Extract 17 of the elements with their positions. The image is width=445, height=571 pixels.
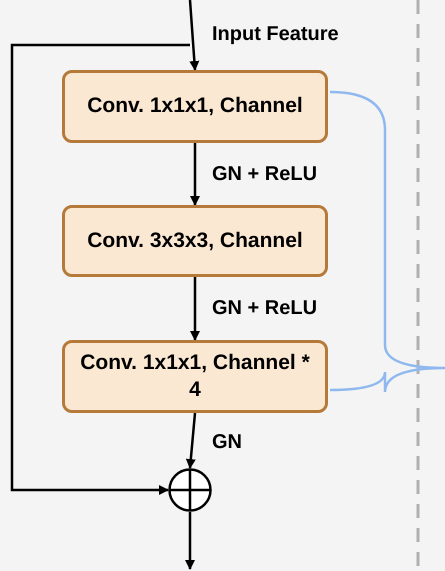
sum-circle — [168, 468, 212, 512]
edge-label: GN + ReLU — [212, 296, 318, 321]
box-label: Conv. 1x1x1, Channel — [86, 93, 304, 120]
process-box — [62, 205, 328, 277]
arrow — [185, 512, 195, 570]
arrow — [190, 277, 200, 341]
arrow — [186, 412, 196, 469]
box-label: Conv. 3x3x3, Channel — [86, 228, 304, 254]
edge-label: GN + ReLU — [212, 162, 318, 187]
arrow — [190, 143, 200, 206]
arrow — [10, 44, 190, 495]
box-label: Conv. 1x1x1, Channel * 4 — [79, 350, 311, 402]
arrow — [188, 0, 200, 71]
edge-label: GN — [212, 430, 242, 455]
process-box — [62, 70, 328, 143]
process-box — [62, 340, 328, 413]
edge-label: Input Feature — [212, 22, 339, 47]
